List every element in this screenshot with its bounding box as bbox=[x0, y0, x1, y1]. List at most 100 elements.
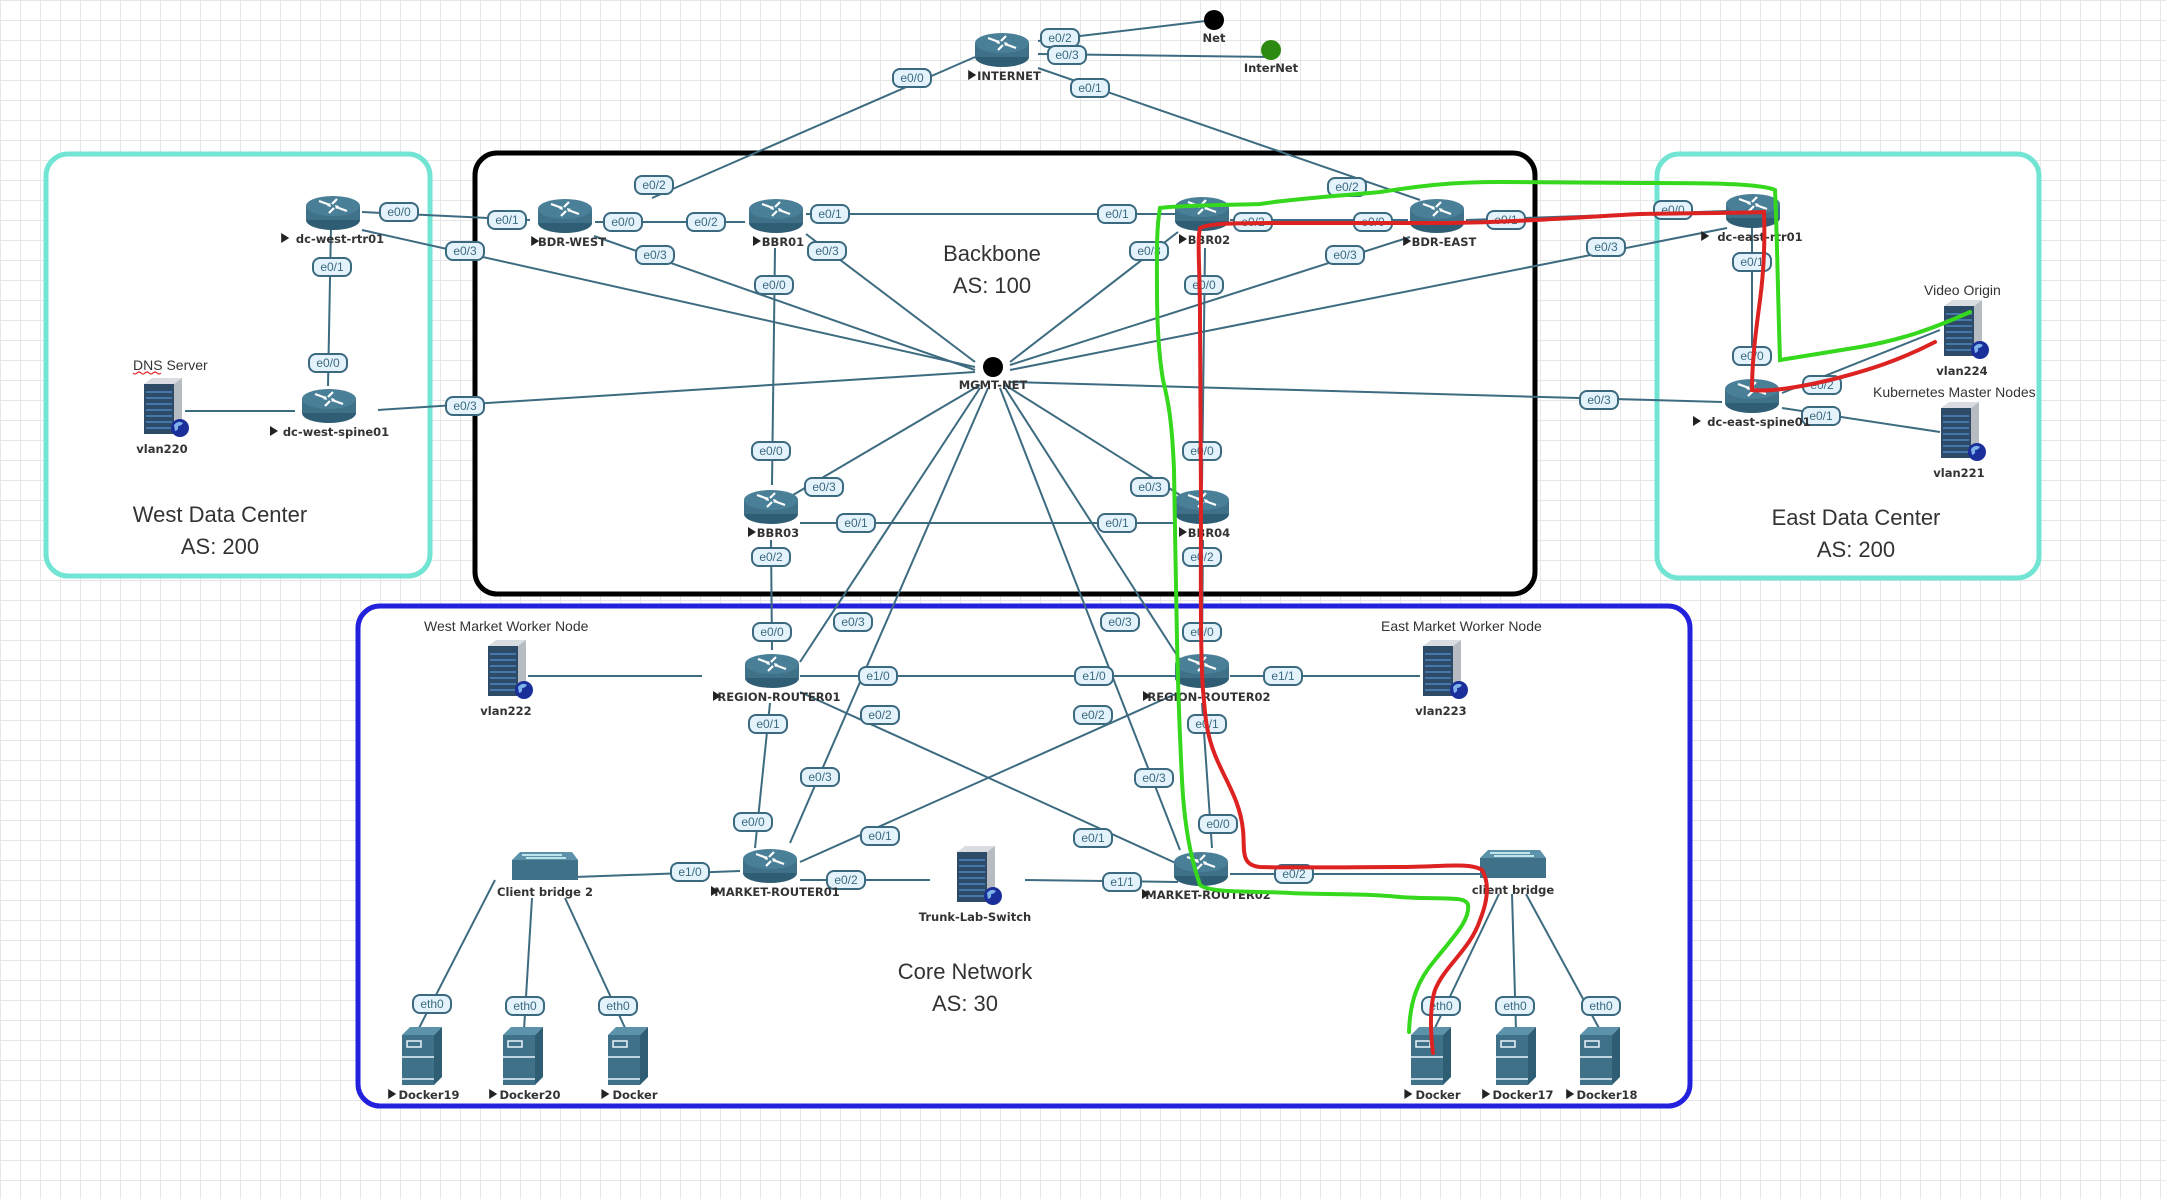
port-label-text: e0/1 bbox=[1105, 207, 1129, 221]
port-label-text: e0/3 bbox=[453, 244, 477, 258]
docker-container-icon bbox=[1579, 1026, 1621, 1086]
port-label-text: eth0 bbox=[420, 997, 444, 1011]
port-label-text: e0/2 bbox=[868, 708, 892, 722]
port-label: eth0 bbox=[1495, 996, 1535, 1016]
port-label: e0/1 bbox=[810, 204, 850, 224]
port-label-text: e0/3 bbox=[453, 399, 477, 413]
node-label: BBR04 bbox=[1188, 526, 1230, 540]
link-market-router01-client-bridge-2[interactable] bbox=[574, 870, 741, 878]
node-client-bridge[interactable]: client bridge bbox=[1472, 849, 1554, 897]
port-label-text: e0/1 bbox=[495, 213, 519, 227]
port-label: e0/1 bbox=[1097, 513, 1137, 533]
port-label-text: e0/2 bbox=[694, 215, 718, 229]
port-label: e0/2 bbox=[686, 212, 726, 232]
node-docker-east[interactable]: Docker bbox=[1404, 1026, 1461, 1102]
node-vlan223[interactable]: vlan223 bbox=[1415, 639, 1469, 718]
node-dc-west-spine01[interactable]: dc-west-spine01 bbox=[270, 387, 389, 439]
node-vlan224[interactable]: vlan224 bbox=[1936, 299, 1990, 378]
running-state-icon bbox=[388, 1089, 397, 1099]
link-bbr03-mgmt-net[interactable] bbox=[792, 384, 981, 496]
link-region-router02-mgmt-net[interactable] bbox=[1004, 387, 1181, 661]
node-vlan222[interactable]: vlan222 bbox=[480, 639, 534, 718]
router-icon bbox=[747, 197, 805, 235]
running-state-icon bbox=[1693, 416, 1701, 426]
node-docker18[interactable]: Docker18 bbox=[1566, 1026, 1638, 1102]
port-label: e0/3 bbox=[1130, 477, 1170, 497]
node-label: vlan223 bbox=[1415, 704, 1466, 718]
node-docker17[interactable]: Docker17 bbox=[1482, 1026, 1554, 1102]
running-state-icon bbox=[1179, 527, 1187, 537]
node-docker19[interactable]: Docker19 bbox=[388, 1026, 460, 1102]
port-label: e0/3 bbox=[807, 241, 847, 261]
port-label: e0/3 bbox=[1325, 245, 1365, 265]
node-label: vlan220 bbox=[136, 442, 187, 456]
port-label: e0/0 bbox=[379, 202, 419, 222]
node-dc-west-rtr01[interactable]: dc-west-rtr01 bbox=[281, 194, 384, 246]
port-label: e0/3 bbox=[1579, 390, 1619, 410]
port-label: e0/2 bbox=[1073, 705, 1113, 725]
running-state-icon bbox=[1403, 236, 1412, 246]
zone-title-east-dc: East Data Center bbox=[1772, 505, 1941, 530]
port-label-text: e0/1 bbox=[844, 516, 868, 530]
port-label-text: e0/0 bbox=[762, 278, 786, 292]
node-region-router01[interactable]: REGION-ROUTER01 bbox=[713, 652, 841, 704]
port-label-text: e0/3 bbox=[643, 248, 667, 262]
port-label: e0/2 bbox=[1040, 28, 1080, 48]
port-label: eth0 bbox=[1421, 996, 1461, 1016]
port-label-text: e0/3 bbox=[812, 480, 836, 494]
port-label-text: e0/3 bbox=[1142, 771, 1166, 785]
port-label: e0/3 bbox=[635, 245, 675, 265]
port-label: e0/1 bbox=[1097, 204, 1137, 224]
port-label-text: e0/2 bbox=[1048, 31, 1072, 45]
running-state-icon bbox=[1701, 231, 1710, 241]
zone-subtitle-west-dc: AS: 200 bbox=[181, 534, 259, 559]
zone-subtitle-east-dc: AS: 200 bbox=[1817, 537, 1895, 562]
node-vlan220[interactable]: vlan220 bbox=[136, 377, 190, 456]
zone-core[interactable] bbox=[355, 603, 1693, 1109]
port-label: e0/1 bbox=[1070, 78, 1110, 98]
node-dc-east-rtr01[interactable]: dc-east-rtr01 bbox=[1701, 192, 1803, 244]
node-client-bridge-2[interactable]: Client bridge 2 bbox=[497, 851, 593, 899]
node-label: BDR-EAST bbox=[1412, 235, 1477, 249]
port-label-text: e0/3 bbox=[1138, 480, 1162, 494]
port-label: e1/1 bbox=[1102, 872, 1142, 892]
node-label: MGMT-NET bbox=[959, 378, 1028, 392]
node-bbr01[interactable]: BBR01 bbox=[747, 197, 805, 249]
node-trunk-lab-switch[interactable]: Trunk-Lab-Switch bbox=[919, 845, 1032, 924]
node-label: Docker bbox=[1415, 1088, 1460, 1102]
port-label-text: e0/2 bbox=[642, 178, 666, 192]
port-label-text: e0/0 bbox=[1206, 817, 1230, 831]
node-bbr04[interactable]: BBR04 bbox=[1173, 488, 1230, 540]
node-market-router01[interactable]: MARKET-ROUTER01 bbox=[711, 847, 840, 899]
port-label: e1/0 bbox=[670, 862, 710, 882]
link-region-router01-mgmt-net[interactable] bbox=[799, 387, 981, 663]
node-net[interactable]: Net bbox=[1203, 10, 1226, 45]
node-internet[interactable]: InterNet bbox=[1244, 40, 1299, 75]
node-docker-west[interactable]: Docker bbox=[601, 1026, 658, 1102]
port-label: e0/0 bbox=[892, 68, 932, 88]
link-market-router02-trunk-lab-switch[interactable] bbox=[1024, 879, 1179, 883]
port-label: e0/0 bbox=[752, 622, 792, 642]
port-label-text: e0/0 bbox=[387, 205, 411, 219]
node-bbr03[interactable]: BBR03 bbox=[742, 488, 799, 540]
node-label: Docker17 bbox=[1492, 1088, 1553, 1102]
link-bbr04-mgmt-net[interactable] bbox=[1004, 384, 1181, 496]
node-bdr-east[interactable]: BDR-EAST bbox=[1403, 197, 1477, 249]
node-internet[interactable]: INTERNET bbox=[968, 31, 1041, 83]
node-vlan221[interactable]: vlan221 bbox=[1933, 401, 1987, 480]
router-icon bbox=[973, 31, 1031, 69]
node-bdr-west[interactable]: BDR-WEST bbox=[531, 197, 606, 249]
switch-icon bbox=[1479, 849, 1547, 879]
node-label: REGION-ROUTER02 bbox=[1147, 690, 1270, 704]
port-label-text: e0/3 bbox=[1333, 248, 1357, 262]
note-video-origin: Video Origin bbox=[1924, 282, 2001, 298]
zone-backbone[interactable] bbox=[472, 150, 1538, 597]
node-mgmt-net[interactable]: MGMT-NET bbox=[959, 357, 1028, 392]
port-label: e0/3 bbox=[1047, 45, 1087, 65]
running-state-icon bbox=[1566, 1089, 1575, 1099]
node-docker20[interactable]: Docker20 bbox=[489, 1026, 561, 1102]
node-dc-east-spine01[interactable]: dc-east-spine01 bbox=[1693, 377, 1811, 429]
docker-container-icon bbox=[1495, 1026, 1537, 1086]
port-label: e0/0 bbox=[308, 353, 348, 373]
